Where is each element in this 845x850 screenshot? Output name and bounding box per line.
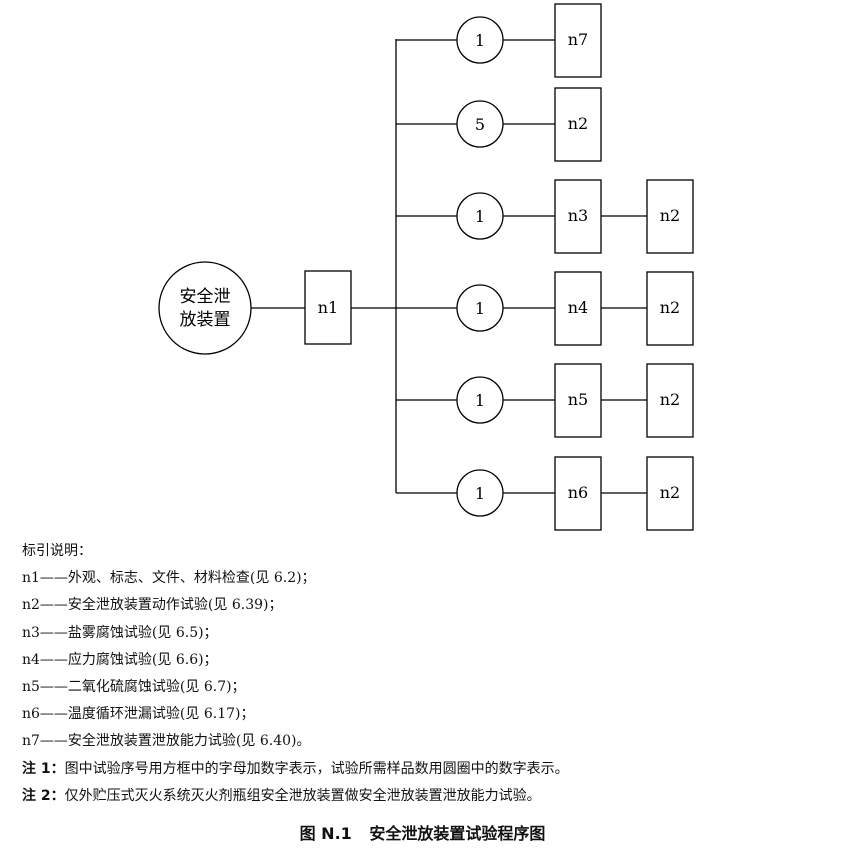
- sample-count-label-5: 1: [475, 484, 485, 503]
- legend-item-n1: n1——外观、标志、文件、材料检查(见 6.2)；: [22, 570, 316, 587]
- test-box-3: [554, 271, 602, 346]
- test-box-4: [554, 363, 602, 438]
- followup-box-label-2: n2: [660, 206, 680, 225]
- sample-count-label-4: 1: [475, 391, 485, 410]
- followup-box-label-4: n2: [660, 390, 680, 409]
- test-box-label-1: n2: [568, 114, 588, 133]
- legend-item-n6: n6——温度循环泄漏试验(见 6.17)；: [22, 706, 255, 723]
- root-node-label-line1: 安全泄: [180, 287, 231, 307]
- legend-item-n3: n3——盐雾腐蚀试验(见 6.5)；: [22, 624, 218, 641]
- test-procedure-diagram: 安全泄 放装置 n1 1 n7 5 n2 1 n3 n2 1 n4 n2 1 n5 n2 1 n6 n2: [158, 3, 694, 531]
- note-1: 注 1：图中试验序号用方框中的字母加数字表示，试验所需样品数用圆圈中的数字表示。: [22, 756, 569, 783]
- note-1-label: 注 1：: [22, 760, 65, 777]
- sample-count-label-3: 1: [475, 299, 485, 318]
- legend-item-n2: n2——安全泄放装置动作试验(见 6.39)；: [22, 597, 283, 614]
- legend-item-n4: n4——应力腐蚀试验(见 6.6)；: [22, 651, 218, 668]
- test-box-2: [554, 179, 602, 254]
- followup-box-4: [646, 363, 694, 438]
- figure-caption: 图 N.1 安全泄放装置试验程序图: [0, 820, 845, 844]
- test-box-1: [554, 87, 602, 162]
- legend: 标引说明： n1——外观、标志、文件、材料检查(见 6.2)； n2——安全泄放…: [22, 538, 569, 810]
- test-box-0: [554, 3, 602, 78]
- legend-heading: 标引说明：: [22, 543, 92, 559]
- figure-title: 安全泄放装置试验程序图: [369, 824, 546, 843]
- test-box-label-4: n5: [568, 390, 588, 409]
- test-box-label-3: n4: [568, 298, 588, 317]
- test-box-label-0: n7: [568, 30, 588, 49]
- followup-box-2: [646, 179, 694, 254]
- root-node-label-line2: 放装置: [180, 310, 231, 330]
- n1-label: n1: [318, 298, 338, 317]
- legend-item-n5: n5——二氧化硫腐蚀试验(见 6.7)；: [22, 679, 246, 696]
- test-box-5: [554, 456, 602, 531]
- test-box-label-5: n6: [568, 483, 588, 502]
- sample-count-label-2: 1: [475, 207, 485, 226]
- followup-box-3: [646, 271, 694, 346]
- figure-number: 图 N.1: [299, 824, 352, 843]
- note-2: 注 2：仅外贮压式灭火系统灭火剂瓶组安全泄放装置做安全泄放装置泄放能力试验。: [22, 783, 569, 810]
- followup-box-5: [646, 456, 694, 531]
- followup-box-label-3: n2: [660, 298, 680, 317]
- test-box-label-2: n3: [568, 206, 588, 225]
- legend-item-n7: n7——安全泄放装置泄放能力试验(见 6.40)。: [22, 733, 311, 750]
- sample-count-label-1: 5: [475, 115, 485, 134]
- followup-box-label-5: n2: [660, 483, 680, 502]
- note-1-text: 图中试验序号用方框中的字母加数字表示，试验所需样品数用圆圈中的数字表示。: [64, 760, 569, 777]
- root-node-circle: [158, 261, 252, 355]
- sample-count-label-0: 1: [475, 31, 485, 50]
- note-2-label: 注 2：: [22, 787, 65, 804]
- note-2-text: 仅外贮压式灭火系统灭火剂瓶组安全泄放装置做安全泄放装置泄放能力试验。: [64, 787, 541, 804]
